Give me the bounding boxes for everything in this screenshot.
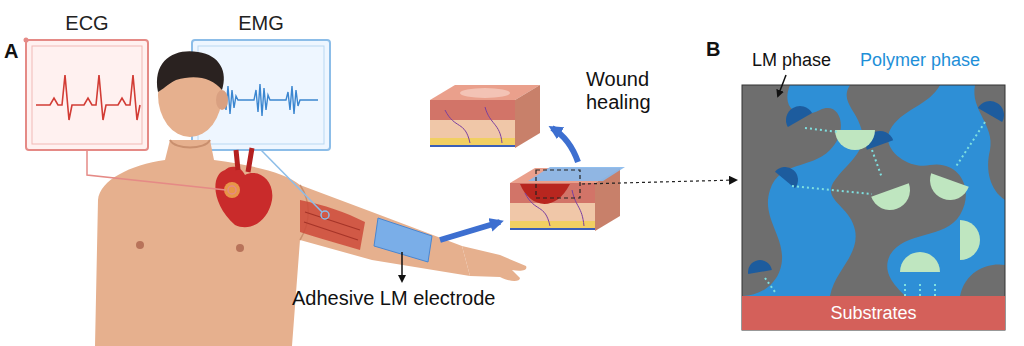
panel-frame xyxy=(742,85,1005,330)
microstructure xyxy=(742,85,1005,296)
substrate-band: Substrates xyxy=(742,296,1005,330)
process-label: Wound healing xyxy=(586,68,686,114)
part-label: Adhesive LM electrode xyxy=(292,287,495,310)
panel-letter: B xyxy=(706,38,720,61)
ecg-monitor xyxy=(24,38,149,151)
healing-arrow xyxy=(552,128,578,162)
phase-label: LM phase xyxy=(752,50,831,71)
panel-letter: A xyxy=(4,40,18,63)
zoom-arrow xyxy=(582,180,736,184)
ecg-wire xyxy=(87,150,226,190)
ecg-monitor-panel: ECG xyxy=(26,8,148,38)
skin-block xyxy=(510,167,625,231)
muscle xyxy=(300,200,365,250)
node-text: EMG xyxy=(238,12,284,35)
zoom-box xyxy=(536,170,580,198)
emg-probe xyxy=(321,211,329,219)
leader-line xyxy=(401,252,403,281)
emg-monitor-panel: EMG xyxy=(192,8,330,38)
skin-block xyxy=(430,85,540,148)
adhesive-electrode xyxy=(374,218,432,262)
node-text: Substrates xyxy=(830,303,916,324)
leader-line xyxy=(778,75,786,96)
ecg-probe xyxy=(228,186,236,194)
node-text: ECG xyxy=(65,12,108,35)
phase-label: Polymer phase xyxy=(860,50,980,71)
flow-arrow xyxy=(440,222,500,240)
heart xyxy=(215,148,272,227)
emg-wire xyxy=(261,150,322,212)
